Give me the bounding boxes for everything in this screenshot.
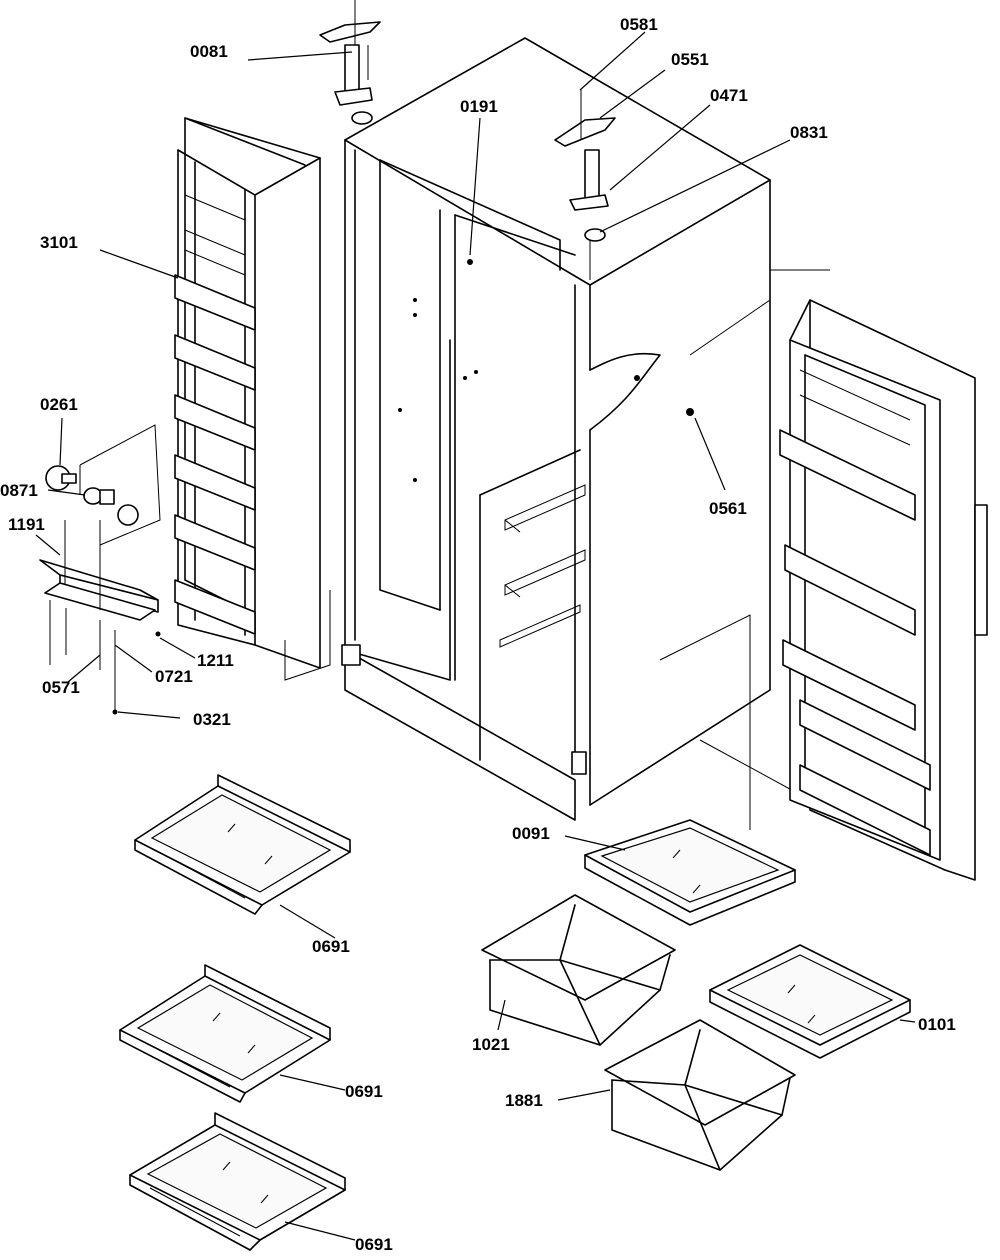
crisper-pan-1021 xyxy=(481,894,676,1046)
refrigerator-cabinet xyxy=(341,37,830,830)
label-0691-bottom: 0691 xyxy=(355,1235,393,1254)
label-0191: 0191 xyxy=(460,97,498,116)
freezer-shelf-1 xyxy=(134,774,351,915)
label-1021: 1021 xyxy=(472,1035,510,1054)
freezer-shelf-3 xyxy=(129,1112,346,1251)
fresh-food-top-hinge xyxy=(554,90,616,280)
freezer-top-hinge xyxy=(319,0,381,125)
fresh-food-door-bins xyxy=(779,369,931,856)
freezer-shelf-2 xyxy=(119,964,331,1103)
label-0561: 0561 xyxy=(709,499,747,518)
label-0091: 0091 xyxy=(512,824,550,843)
label-0871: 0871 xyxy=(0,481,38,500)
label-0551: 0551 xyxy=(671,50,709,69)
label-1881: 1881 xyxy=(505,1091,543,1110)
label-1211: 1211 xyxy=(197,651,234,670)
label-0581: 0581 xyxy=(620,15,658,34)
label-0691-middle: 0691 xyxy=(345,1082,383,1101)
freezer-door xyxy=(174,117,331,681)
light-shield xyxy=(39,520,161,715)
label-0571: 0571 xyxy=(42,678,80,697)
crisper-pan-1881 xyxy=(604,1019,796,1171)
fresh-food-door xyxy=(779,299,988,881)
label-1191: 1191 xyxy=(8,515,45,534)
part-labels: 0081 0581 0551 0191 0471 0831 3101 0261 … xyxy=(0,15,956,1254)
label-0321: 0321 xyxy=(193,710,231,729)
crisper-cover-0091 xyxy=(584,819,796,926)
label-0471: 0471 xyxy=(710,86,748,105)
label-3101: 3101 xyxy=(40,233,78,252)
leader-lines xyxy=(35,31,916,1241)
label-0691-top: 0691 xyxy=(312,937,350,956)
label-0101: 0101 xyxy=(918,1015,956,1034)
freezer-door-bins xyxy=(174,194,256,635)
label-0831: 0831 xyxy=(790,123,828,142)
label-0721: 0721 xyxy=(155,667,193,686)
light-assembly xyxy=(45,424,161,546)
crisper-cover-0101 xyxy=(709,944,911,1059)
label-0081: 0081 xyxy=(190,42,228,61)
label-0261: 0261 xyxy=(40,395,78,414)
